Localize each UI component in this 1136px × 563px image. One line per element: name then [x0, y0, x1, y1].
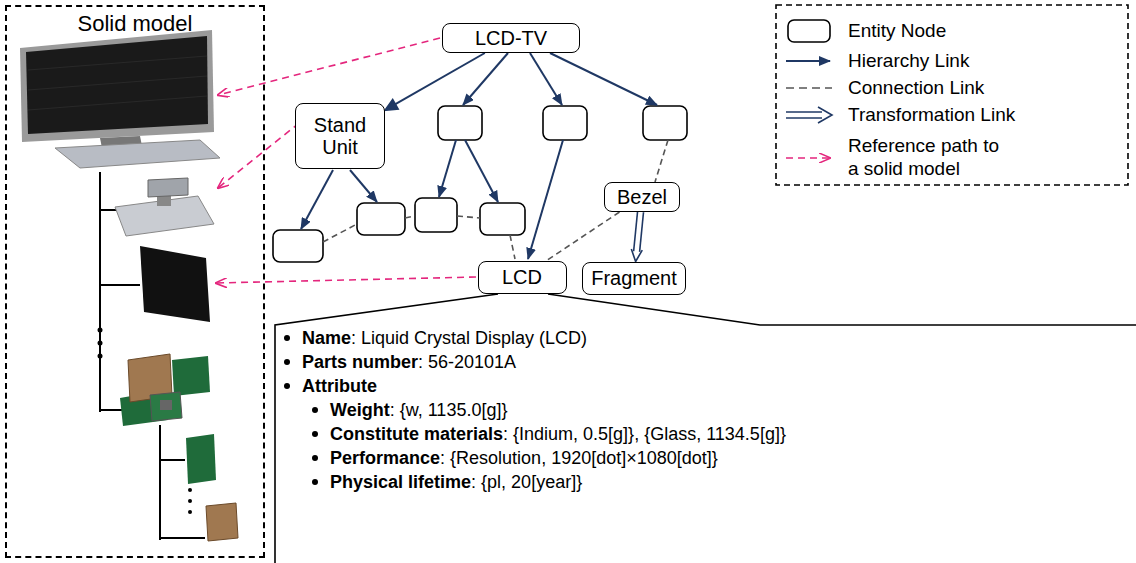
solid-model-panel: Solid model [5, 5, 265, 558]
attribute-value: : {Resolution, 1920[dot]×1080[dot]} [440, 448, 718, 469]
legend-text: Entity Node [848, 19, 946, 42]
bullet-dot [284, 383, 290, 389]
arrow-head [385, 99, 398, 110]
attribute-key: Constitute materials [330, 424, 503, 445]
attribute-key: Performance [330, 448, 440, 469]
attribute-value: : Liquid Crystal Display (LCD) [351, 328, 587, 349]
bullet-dot [284, 359, 290, 365]
legend-sample [786, 157, 830, 159]
bullet-dot [312, 479, 318, 485]
attribute-line: Constitute materials: {Indium, 0.5[g]}, … [284, 422, 1134, 446]
entity-node: LCD [478, 261, 567, 294]
legend-text: Reference path to a solid model [848, 134, 1000, 180]
attribute-callout: Name: Liquid Crystal Display (LCD)Parts … [284, 326, 1134, 494]
attribute-value: : {pl, 20[year]} [471, 472, 582, 493]
node-label: LCD-TV [475, 27, 547, 49]
bullet-dot [312, 407, 318, 413]
double-line [640, 212, 644, 252]
legend-sample [786, 87, 832, 89]
attribute-key: Name [302, 328, 351, 349]
legend-text: Hierarchy Link [848, 49, 969, 72]
attribute-line: Parts number: 56-20101A [284, 350, 1134, 374]
double-line [634, 212, 638, 252]
board-illustration [120, 354, 238, 541]
callout-frame [548, 294, 1136, 325]
attribute-value: : {w, 1135.0[g]} [390, 400, 508, 421]
connection-link [547, 212, 620, 261]
lcd-illustration [140, 246, 210, 322]
entity-node: Stand Unit [295, 103, 385, 169]
node-label: Stand Unit [308, 114, 372, 158]
entity-node: LCD-TV [442, 23, 580, 53]
tv-illustration [20, 30, 220, 168]
attribute-value: : {Indium, 0.5[g]}, {Glass, 1134.5[g]} [503, 424, 786, 445]
legend-text: Connection Link [848, 76, 984, 99]
entity-node: Bezel [604, 182, 680, 212]
legend-frame [776, 5, 1128, 185]
bullet-dot [312, 455, 318, 461]
link-line [547, 212, 620, 261]
legend-sample [786, 107, 832, 123]
attribute-key: Parts number [302, 352, 418, 373]
transformation-link [631, 212, 643, 262]
hierarchy-link [301, 53, 657, 259]
legend-sample [788, 20, 830, 42]
attribute-line: Physical lifetime: {pl, 20[year]} [284, 470, 1134, 494]
attribute-key: Attribute [302, 376, 377, 397]
arrow-head [631, 249, 642, 261]
node-label: Fragment [591, 267, 677, 289]
attribute-line: Attribute [284, 374, 1134, 398]
node-label: Bezel [617, 186, 667, 208]
tree-ellipsis [98, 328, 193, 515]
link-line [394, 53, 485, 105]
attribute-key: Weight [330, 400, 390, 421]
bullet-dot [284, 335, 290, 341]
attribute-value: : 56-20101A [418, 352, 516, 373]
panel-title: Solid model [78, 12, 193, 36]
stand-illustration [115, 178, 214, 236]
bullet-dot [312, 431, 318, 437]
legend-sample [786, 60, 830, 62]
legend-text: Transformation Link [848, 103, 1015, 126]
attribute-line: Weight: {w, 1135.0[g]} [284, 398, 1134, 422]
attribute-line: Performance: {Resolution, 1920[dot]×1080… [284, 446, 1134, 470]
entity-box [273, 106, 687, 262]
entity-node: Fragment [582, 262, 686, 295]
attribute-key: Physical lifetime [330, 472, 471, 493]
reference-path [216, 38, 476, 283]
node-label: LCD [502, 266, 542, 288]
hierarchy-link [385, 53, 485, 110]
attribute-line: Name: Liquid Crystal Display (LCD) [284, 326, 1134, 350]
